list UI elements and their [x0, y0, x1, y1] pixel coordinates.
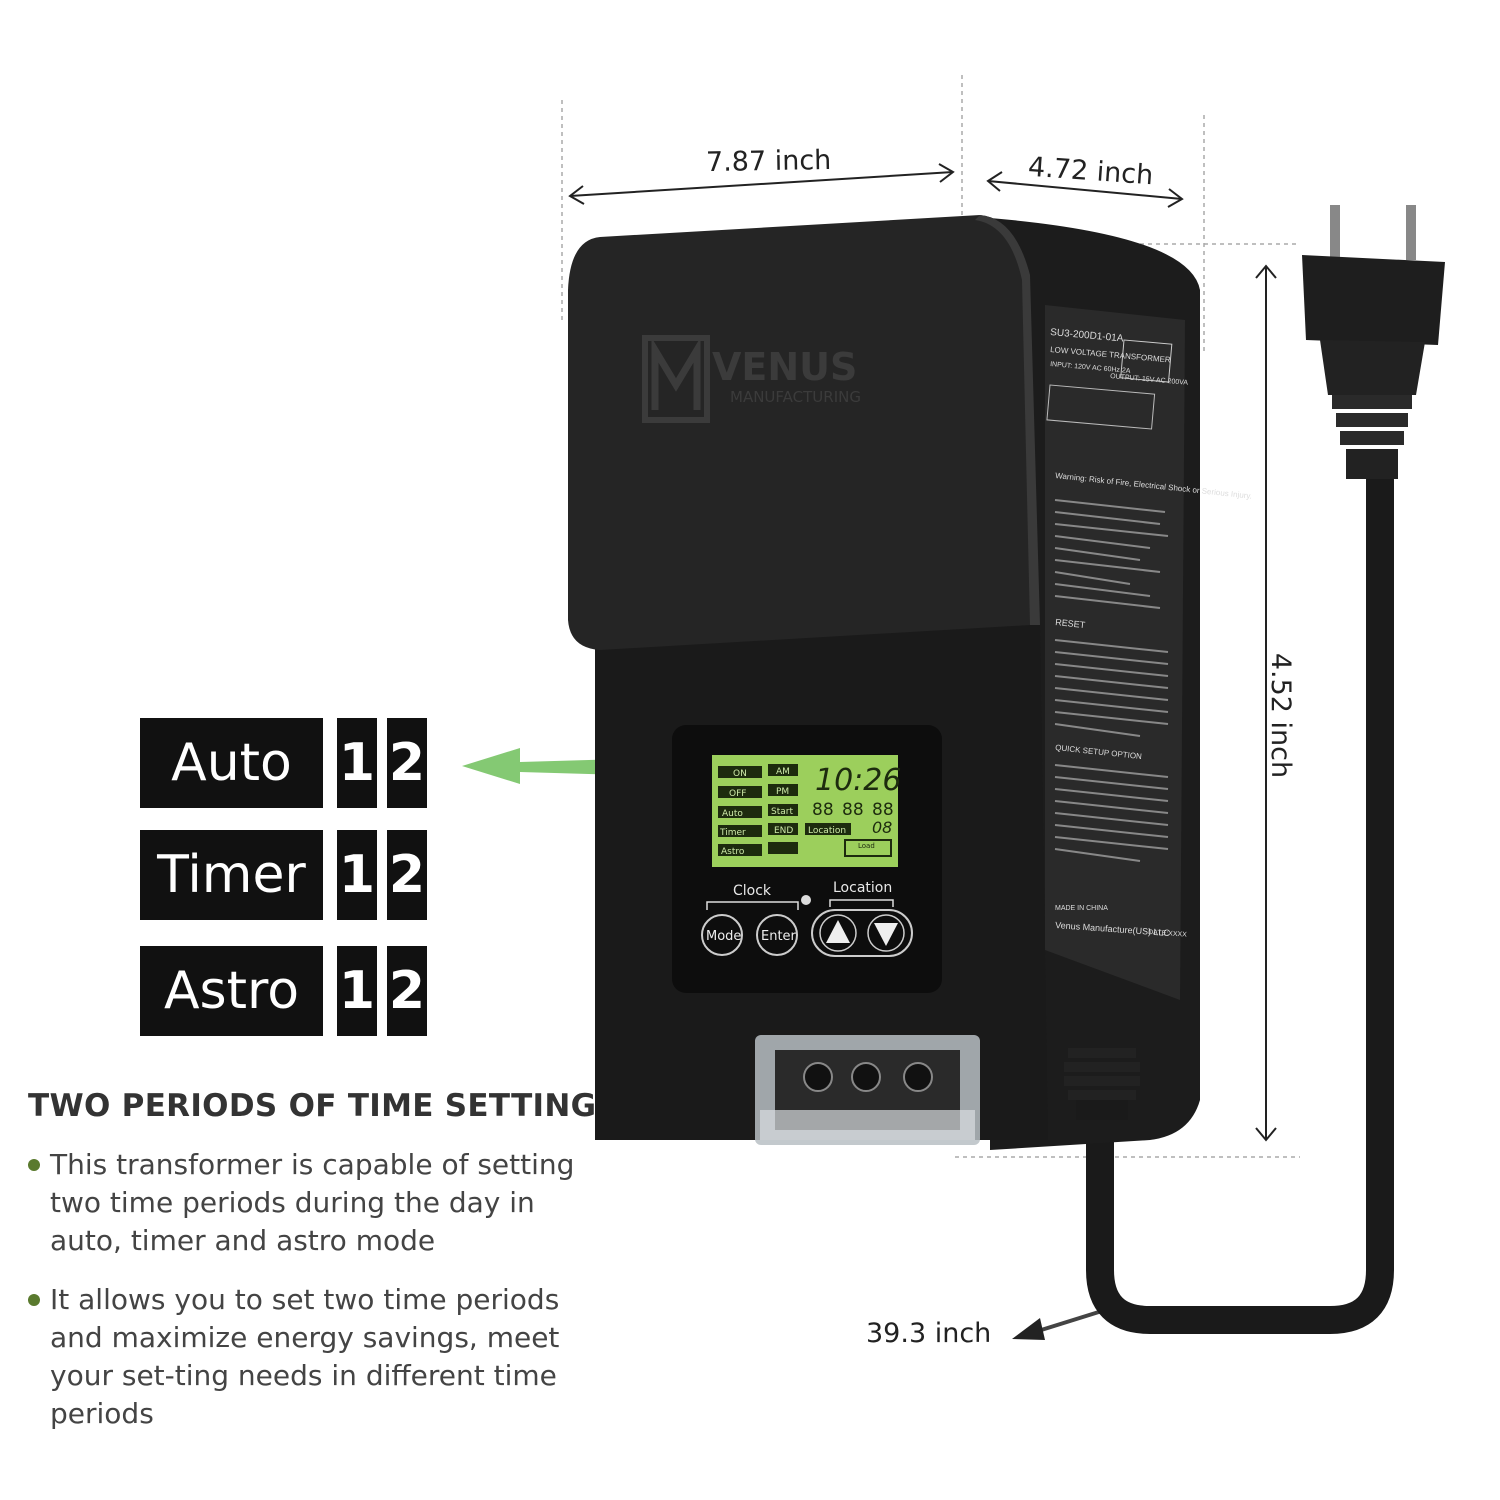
location-label: Location	[833, 880, 892, 896]
down-button[interactable]	[867, 914, 905, 952]
spec-reset: RESET	[1055, 617, 1086, 630]
svg-text:Start: Start	[771, 807, 793, 817]
svg-text:OFF: OFF	[729, 789, 746, 799]
bullet-dot-icon	[28, 1159, 40, 1171]
spec-label	[1045, 305, 1185, 1000]
lcd-indicators: ON AM OFF PM Auto Start Timer END Astro …	[718, 764, 892, 857]
svg-text:Location: Location	[808, 826, 846, 836]
width-dimension: 7.87 inch	[705, 144, 832, 179]
lcd-location-value: 08	[872, 818, 892, 837]
bullet-dot-icon	[28, 1294, 40, 1306]
mode-label-astro: Astro	[140, 946, 323, 1036]
status-led	[801, 895, 811, 905]
svg-text:Mode: Mode	[706, 929, 741, 944]
svg-text:ON: ON	[733, 769, 747, 779]
mode-num-2: 2	[387, 718, 427, 808]
mode-num-1: 1	[337, 718, 377, 808]
power-cord	[1086, 466, 1394, 1334]
svg-text:AM: AM	[776, 767, 790, 777]
cord-dimension: 39.3 inch	[866, 1318, 992, 1349]
brand-subname: MANUFACTURING	[730, 388, 861, 406]
cord-strain-relief	[1064, 1048, 1140, 1120]
brand-logo: VENUS MANUFACTURING	[642, 335, 861, 423]
mode-button[interactable]: Mode	[701, 914, 743, 956]
svg-text:Astro: Astro	[721, 847, 745, 857]
clock-label: Clock	[733, 883, 772, 899]
feature-bullet-text: It allows you to set two time periods an…	[50, 1283, 560, 1430]
mode-num-2: 2	[387, 830, 427, 920]
lcd-time: 10:26	[815, 763, 901, 798]
side-brand-logo	[1120, 339, 1173, 383]
enter-button[interactable]: Enter	[756, 914, 798, 956]
terminal-block	[755, 1035, 980, 1145]
transformer-device: SU3-200D1-01A LOW VOLTAGE TRANSFORMER IN…	[568, 205, 1445, 1334]
brand-name: VENUS	[712, 345, 857, 389]
mode-num-1: 1	[337, 946, 377, 1036]
svg-text:Auto: Auto	[722, 809, 743, 819]
feature-bullet: It allows you to set two time periods an…	[28, 1281, 603, 1433]
power-plug	[1302, 205, 1445, 479]
screw-icon	[803, 1062, 833, 1092]
svg-text:END: END	[774, 826, 793, 836]
svg-text:Load: Load	[858, 842, 875, 850]
spec-made-in: MADE IN CHINA	[1055, 905, 1108, 912]
feature-bullet: This transformer is capable of setting t…	[28, 1146, 603, 1260]
lcd-digits: 88	[812, 800, 834, 820]
svg-text:PM: PM	[776, 787, 789, 797]
mode-num-1: 1	[337, 830, 377, 920]
screw-icon	[903, 1062, 933, 1092]
lcd-digits: 88	[842, 800, 864, 820]
mode-num-2: 2	[387, 946, 427, 1036]
spec-date: DATE:XXXX	[1148, 929, 1187, 939]
mode-label-timer: Timer	[140, 830, 323, 920]
top-cover	[568, 215, 1030, 650]
mode-label-auto: Auto	[140, 718, 323, 808]
screw-icon	[851, 1062, 881, 1092]
feature-bullet-text: This transformer is capable of setting t…	[50, 1148, 575, 1257]
up-arrow-icon	[826, 920, 850, 943]
svg-text:Timer: Timer	[719, 828, 746, 838]
svg-text:Enter: Enter	[761, 929, 797, 944]
lcd-digits: 88	[872, 800, 894, 820]
up-button[interactable]	[819, 914, 857, 952]
feature-title: TWO PERIODS OF TIME SETTING	[28, 1088, 597, 1124]
down-arrow-icon	[874, 923, 898, 946]
